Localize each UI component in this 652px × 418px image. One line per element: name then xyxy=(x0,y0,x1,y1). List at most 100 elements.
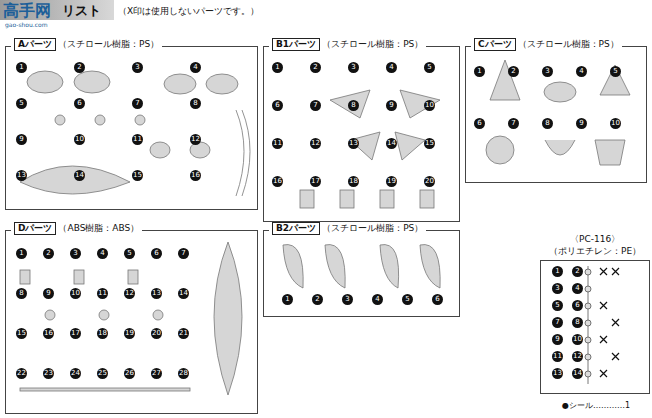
runner-frame xyxy=(263,230,460,317)
runner-header: Aパーツ（スチロール樹脂：PS） xyxy=(11,38,162,51)
material-note: （ポリエチレン：PE） xyxy=(549,246,641,257)
runner-header: B2パーツ（スチロール樹脂：PS） xyxy=(269,222,426,235)
callout-number: 11 xyxy=(132,134,143,145)
runner-name: Aパーツ xyxy=(14,38,56,51)
callout-number: 19 xyxy=(386,176,397,187)
runner-header: 〈PC-116〉（ポリエチレン：PE） xyxy=(546,234,644,257)
callout-number: 14 xyxy=(572,368,583,379)
runner-frame xyxy=(465,46,647,183)
callout-number: 18 xyxy=(348,176,359,187)
watermark-url: gao-shou.com xyxy=(5,21,48,28)
list-title: リスト xyxy=(62,2,101,20)
sticker-count: ●シール…………1 xyxy=(562,400,630,411)
callout-number: 13 xyxy=(151,288,162,299)
callout-number: 27 xyxy=(151,368,162,379)
runner-name: B1パーツ xyxy=(272,38,320,51)
callout-number: 2 xyxy=(43,248,54,259)
callout-number: 1 xyxy=(474,66,485,77)
runner-name: Dパーツ xyxy=(14,222,56,235)
callout-number: 14 xyxy=(178,288,189,299)
callout-number: 16 xyxy=(272,176,283,187)
b1-parts xyxy=(300,90,440,208)
callout-number: 26 xyxy=(124,368,135,379)
callout-number: 2 xyxy=(572,266,583,277)
callout-number: 7 xyxy=(310,100,321,111)
callout-number: 20 xyxy=(424,176,435,187)
callout-number: 20 xyxy=(151,328,162,339)
callout-number: 10 xyxy=(572,334,583,345)
callout-number: 10 xyxy=(74,134,85,145)
callout-number: 19 xyxy=(124,328,135,339)
callout-number: 17 xyxy=(310,176,321,187)
material-note: （スチロール樹脂：PS） xyxy=(518,39,619,50)
material-note: （スチロール樹脂：PS） xyxy=(58,39,159,50)
callout-number: 24 xyxy=(70,368,81,379)
callout-number: 3 xyxy=(348,62,359,73)
callout-number: 5 xyxy=(124,248,135,259)
callout-number: 4 xyxy=(190,62,201,73)
callout-number: 13 xyxy=(552,368,563,379)
callout-number: 25 xyxy=(97,368,108,379)
poly-cap-runner xyxy=(585,266,619,384)
callout-number: 5 xyxy=(424,62,435,73)
callout-number: 15 xyxy=(132,170,143,181)
callout-number: 7 xyxy=(508,118,519,129)
callout-number: 8 xyxy=(190,98,201,109)
callout-number: 8 xyxy=(348,100,359,111)
parts-runner: Aパーツ（スチロール樹脂：PS） xyxy=(5,38,258,210)
callout-number: 4 xyxy=(372,294,383,305)
callout-number: 1 xyxy=(16,62,27,73)
callout-number: 3 xyxy=(552,283,563,294)
callout-number: 10 xyxy=(70,288,81,299)
runner-header: Cパーツ（スチロール樹脂：PS） xyxy=(471,38,622,51)
a-parts xyxy=(20,71,250,196)
callout-number: 12 xyxy=(124,288,135,299)
callout-number: 6 xyxy=(572,300,583,311)
callout-number: 8 xyxy=(572,317,583,328)
c-parts xyxy=(486,60,630,165)
callout-number: 7 xyxy=(178,248,189,259)
callout-number: 2 xyxy=(508,66,519,77)
note-text: （X印は使用しないパーツです。） xyxy=(118,5,259,18)
runner-name: Cパーツ xyxy=(474,38,516,51)
callout-number: 6 xyxy=(272,100,283,111)
callout-number: 4 xyxy=(386,62,397,73)
callout-number: 4 xyxy=(576,66,587,77)
callout-number: 16 xyxy=(190,170,201,181)
runner-name: B2パーツ xyxy=(272,222,320,235)
callout-number: 11 xyxy=(552,351,563,362)
runner-frame xyxy=(5,46,258,210)
callout-number: 1 xyxy=(552,266,563,277)
callout-number: 9 xyxy=(552,334,563,345)
callout-number: 15 xyxy=(424,138,435,149)
callout-number: 17 xyxy=(70,328,81,339)
material-note: （ABS樹脂：ABS） xyxy=(58,223,139,234)
callout-number: 13 xyxy=(348,138,359,149)
callout-number: 22 xyxy=(16,368,27,379)
callout-number: 2 xyxy=(312,294,323,305)
callout-number: 16 xyxy=(43,328,54,339)
parts-runner: B2パーツ（スチロール樹脂：PS） xyxy=(263,222,460,317)
callout-number: 9 xyxy=(43,288,54,299)
callout-number: 11 xyxy=(272,138,283,149)
callout-number: 2 xyxy=(74,62,85,73)
callout-number: 12 xyxy=(310,138,321,149)
callout-number: 6 xyxy=(74,98,85,109)
unused-mark xyxy=(600,268,619,377)
callout-number: 5 xyxy=(610,66,621,77)
callout-number: 8 xyxy=(16,288,27,299)
callout-number: 28 xyxy=(178,368,189,379)
callout-number: 7 xyxy=(132,98,143,109)
callout-number: 9 xyxy=(16,134,27,145)
callout-number: 2 xyxy=(310,62,321,73)
runner-header: Dパーツ（ABS樹脂：ABS） xyxy=(11,222,142,235)
callout-number: 7 xyxy=(552,317,563,328)
callout-number: 14 xyxy=(386,138,397,149)
callout-number: 18 xyxy=(97,328,108,339)
callout-number: 5 xyxy=(402,294,413,305)
callout-number: 10 xyxy=(610,118,621,129)
material-note: （スチロール樹脂：PS） xyxy=(322,223,423,234)
parts-runner: Cパーツ（スチロール樹脂：PS） xyxy=(465,38,647,183)
callout-number: 6 xyxy=(474,118,485,129)
callout-number: 3 xyxy=(70,248,81,259)
